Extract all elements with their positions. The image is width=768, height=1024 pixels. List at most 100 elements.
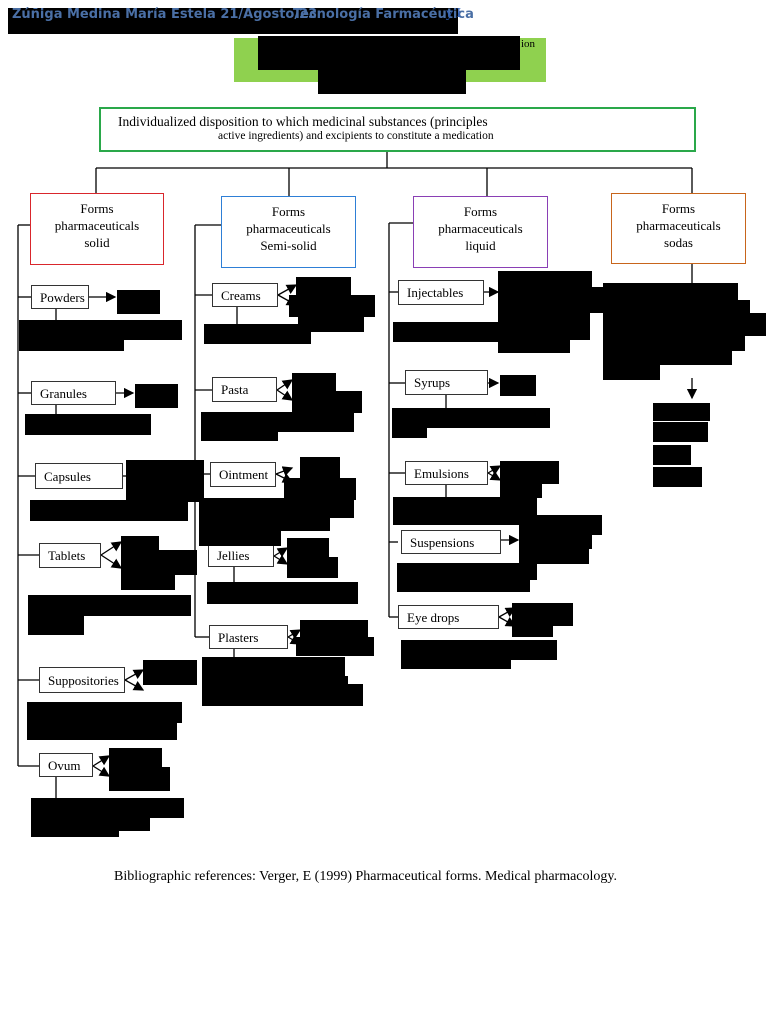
category-sodas-line-2: pharmaceuticals (636, 218, 721, 233)
category-solid-line-2: pharmaceuticals (54, 218, 140, 233)
redaction-block (292, 373, 336, 393)
category-liquid-line-3: liquid (465, 238, 496, 253)
redaction-block (296, 637, 374, 656)
redaction-block (653, 422, 708, 442)
title-redaction-2 (318, 68, 466, 94)
redaction-block (202, 657, 345, 677)
definition-line-2: active ingredients) and excipients to co… (218, 130, 494, 142)
item-syrups: Syrups (405, 370, 488, 395)
redaction-block (397, 579, 530, 592)
redaction-block (121, 536, 159, 550)
redaction-block (201, 412, 354, 432)
redaction-block (287, 557, 338, 578)
redaction-block (109, 767, 170, 791)
category-sodas-line-1: Forms (661, 201, 696, 216)
redaction-block (143, 660, 197, 685)
redaction-block (603, 335, 745, 351)
redaction-block (519, 534, 592, 549)
category-solid-line-1: Forms (80, 201, 114, 216)
title-redaction-1 (258, 36, 520, 70)
redaction-block (393, 515, 520, 525)
item-creams: Creams (212, 283, 278, 307)
redaction-block (393, 322, 500, 342)
category-sodas: Forms pharmaceuticals sodas (611, 193, 746, 264)
header-subject: Tecnología Farmacéutica (293, 7, 474, 22)
redaction-block (31, 798, 184, 818)
item-pasta: Pasta (212, 377, 277, 402)
title-visible-fragment: ion (521, 38, 536, 50)
redaction-block (653, 403, 710, 421)
redaction-block (512, 603, 573, 626)
redaction-block (498, 287, 606, 313)
redaction-block (207, 582, 358, 604)
redaction-block (121, 574, 175, 590)
redaction-block (19, 339, 124, 351)
item-powders: Powders (31, 285, 89, 309)
redaction-block (603, 313, 766, 336)
redaction-block (498, 271, 592, 289)
item-injectables: Injectables (398, 280, 484, 305)
redaction-block (28, 595, 191, 616)
category-liquid-line-1: Forms (463, 204, 498, 219)
redaction-block (201, 431, 278, 441)
redaction-block (135, 384, 178, 408)
redaction-block (204, 324, 311, 344)
item-suspensions: Suspensions (401, 530, 501, 554)
redaction-block (284, 478, 356, 500)
redaction-block (653, 445, 691, 465)
redaction-block (117, 290, 160, 314)
redaction-block (298, 315, 364, 332)
redaction-block (300, 457, 340, 479)
redaction-block (121, 550, 197, 575)
redaction-block (109, 748, 162, 768)
redaction-block (519, 548, 589, 564)
category-semisolid-line-3: Semi-solid (260, 238, 317, 253)
redaction-block (27, 722, 177, 740)
item-ointment: Ointment (210, 462, 276, 487)
redaction-block (401, 640, 557, 660)
item-granules: Granules (31, 381, 116, 405)
category-sodas-line-3: sodas (664, 235, 693, 250)
redaction-block (500, 483, 542, 498)
category-semisolid-line-1: Forms (271, 204, 306, 219)
redaction-block (500, 375, 536, 396)
redaction-block (19, 320, 182, 340)
header-redaction-bar (8, 8, 458, 34)
redaction-block (603, 364, 660, 380)
redaction-block (199, 530, 281, 546)
category-solid: Forms pharmaceuticals solid (30, 193, 164, 265)
redaction-block (392, 427, 427, 438)
redaction-block (498, 312, 590, 340)
redaction-block (289, 295, 375, 317)
item-suppositories: Suppositories (39, 667, 125, 693)
redaction-block (296, 277, 351, 297)
category-semisolid-line-2: pharmaceuticals (246, 221, 331, 236)
redaction-block (603, 350, 732, 365)
redaction-block (31, 830, 119, 837)
redaction-block (653, 467, 702, 487)
redaction-block (28, 615, 84, 635)
redaction-block (27, 702, 182, 723)
redaction-block (199, 498, 354, 518)
redaction-block (397, 563, 537, 580)
redaction-block (300, 620, 368, 638)
redaction-block (202, 684, 363, 706)
redaction-block (202, 676, 348, 685)
redaction-block (603, 300, 750, 314)
redaction-block (31, 817, 150, 831)
item-tablets: Tablets (39, 543, 101, 568)
redaction-block (512, 625, 553, 637)
bibliographic-reference: Bibliographic references: Verger, E (199… (114, 869, 617, 884)
redaction-block (126, 460, 204, 502)
redaction-block (392, 408, 550, 428)
category-liquid-line-2: pharmaceuticals (438, 221, 523, 236)
item-eye-drops: Eye drops (398, 605, 499, 629)
category-solid-line-3: solid (84, 235, 110, 250)
item-capsules: Capsules (35, 463, 123, 489)
definition-line-1: Individualized disposition to which medi… (118, 114, 488, 129)
item-ovum: Ovum (39, 753, 93, 777)
redaction-block (30, 500, 188, 521)
redaction-block (393, 497, 537, 516)
redaction-block (603, 283, 738, 301)
